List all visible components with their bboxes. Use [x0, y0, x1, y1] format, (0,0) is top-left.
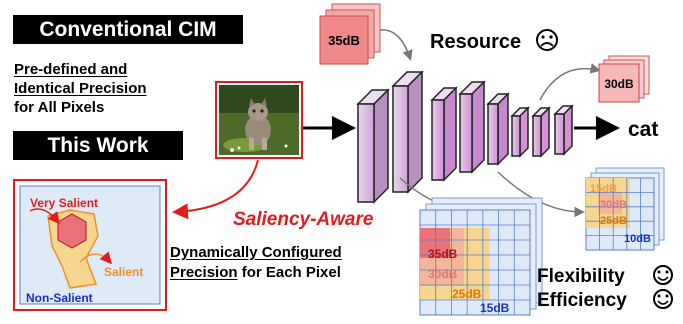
dynamic-desc-line1: Dynamically Configured [170, 244, 342, 261]
resource-label: Resource [430, 31, 521, 53]
grid-small-label-10: 10dB [624, 233, 651, 245]
saliency-arrow [172, 159, 259, 220]
input-stack-label: 35dB [328, 33, 360, 48]
kitten-photo-icon [215, 81, 303, 159]
benefit-efficiency-label: Efficiency [537, 290, 627, 311]
output-stack-label: 30dB [604, 77, 634, 91]
grid-small-label-15: 15dB [590, 183, 617, 195]
precision-grid-large: 35dB 30dB 25dB 15dB [419, 197, 543, 316]
grid-large-label-30: 30dB [428, 267, 458, 281]
non-salient-label: Non-Salient [26, 291, 93, 305]
dynamic-desc-precision: Precision [170, 264, 238, 281]
grid-small-label-30: 30dB [600, 199, 627, 211]
conventional-description: Pre-defined and Identical Precision for … [14, 60, 147, 117]
conventional-desc-line1: Pre-defined and [14, 61, 128, 78]
output-stack: 30dB [598, 55, 650, 103]
conventional-desc-line2: Identical Precision [14, 80, 147, 97]
benefit-flexibility-label: Flexibility [537, 266, 625, 287]
this-work-banner: This Work [13, 131, 183, 160]
dynamic-desc-rest: for Each Pixel [237, 264, 341, 281]
dynamic-precision-description: Dynamically Configured Precision for Eac… [170, 243, 342, 283]
dynamic-desc-line2: Precision for Each Pixel [170, 263, 342, 283]
precision-grid-small: 15dB 30dB 25dB 10dB [585, 167, 665, 251]
conventional-desc-line3: for All Pixels [14, 99, 105, 116]
frown-face-icon [536, 29, 558, 51]
saliency-aware-label: Saliency-Aware [233, 209, 374, 230]
grid-large-label-25: 25dB [452, 287, 482, 301]
grid-large-label-15: 15dB [480, 301, 510, 315]
cnn-layers [356, 70, 574, 204]
conventional-cim-banner: Conventional CIM [13, 15, 243, 44]
grid-large-label-35: 35dB [428, 247, 458, 261]
grid-small-label-25: 25dB [600, 215, 627, 227]
smile-face-icon [653, 289, 673, 309]
output-label: cat [628, 118, 658, 141]
smile-face-icon [653, 265, 673, 285]
input-stack: 35dB [319, 3, 381, 65]
very-salient-label: Very Salient [30, 196, 98, 210]
saliency-map [13, 179, 167, 311]
salient-label: Salient [104, 265, 143, 279]
